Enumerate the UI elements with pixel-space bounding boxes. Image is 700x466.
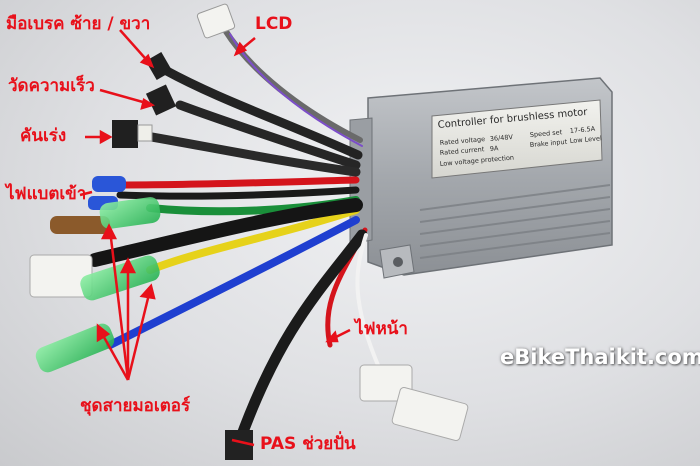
nameplate-row-1-d: 17-6.5A (569, 125, 596, 135)
lcd-connector (196, 3, 236, 39)
nameplate-row-2-b: 9A (489, 144, 499, 153)
nameplate-row-1-b: 36/48V (489, 133, 513, 143)
watermark: eBikeThaikit.com (500, 345, 700, 369)
label-lcd: LCD (255, 14, 293, 34)
label-pas: PAS ช่วยปั่น (260, 434, 356, 454)
brake-connector (145, 51, 173, 81)
wire-bundle (88, 27, 382, 446)
motor-phase-connector-3 (35, 323, 115, 373)
nameplate-row-2-a: Rated current (439, 145, 485, 157)
motor-phase-bullet (50, 216, 110, 234)
label-throttle: คันเร่ง (20, 126, 67, 146)
headlight-connector (359, 364, 413, 402)
connectors (29, 3, 469, 460)
pas-connector (225, 430, 253, 460)
battery-connector (92, 176, 126, 192)
motor-phase-connector-1 (99, 197, 161, 229)
label-headlight: ไฟหน้า (355, 319, 408, 339)
throttle-connector (112, 120, 138, 148)
label-battery-in: ไฟแบตเข้า (6, 184, 87, 204)
label-speed-sensor: วัดความเร็ว (8, 76, 95, 96)
annotation-arrows (79, 29, 351, 447)
nameplate-row-1-c: Speed set (529, 128, 562, 139)
speed-connector (145, 84, 177, 116)
label-motor-wires: ชุดสายมอเตอร์ (80, 396, 191, 416)
label-brake: มือเบรค ซ้าย / ขวา (6, 14, 151, 34)
nameplate-row-1-a: Rated voltage (439, 135, 485, 147)
motor-phase-connector-2 (80, 255, 160, 301)
nameplate-row-2-d: Low Level (569, 134, 602, 145)
nameplate-row-2-c: Brake input (529, 138, 567, 149)
pas-plug (391, 386, 469, 442)
throttle-plug (137, 124, 153, 142)
